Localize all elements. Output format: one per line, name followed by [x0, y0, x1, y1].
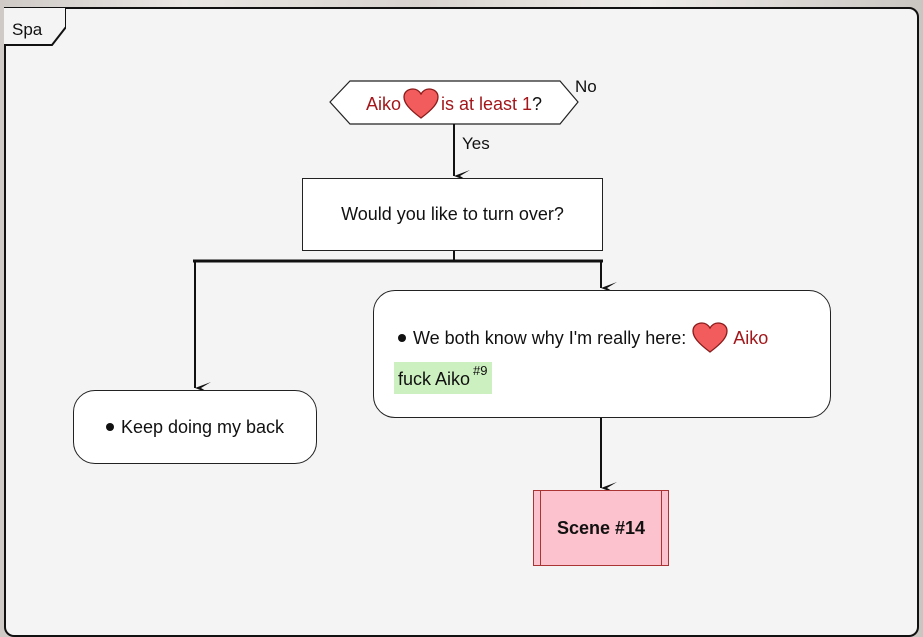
option-keep-back-label: Keep doing my back — [120, 416, 285, 437]
no-label: No — [575, 77, 597, 96]
scene-link[interactable]: Scene #14 — [533, 490, 669, 566]
outcome-tag-text: fuck Aiko — [398, 369, 471, 389]
bullet-icon — [105, 423, 114, 431]
outcome-tag: fuck Aiko#9 — [394, 362, 492, 394]
option-really-here[interactable]: We both know why I'm really here: Aiko — [373, 290, 831, 418]
heart-icon — [692, 322, 728, 354]
decision-question-mark: ? — [532, 93, 543, 114]
scene-border-right — [661, 491, 662, 565]
option-really-here-label: We both know why I'm really here: — [413, 327, 687, 348]
decision-shape — [329, 80, 579, 125]
option-really-here-line: We both know why I'm really here: Aiko — [398, 322, 768, 354]
option-really-here-character: Aiko — [733, 327, 769, 348]
option-keep-back[interactable]: Keep doing my back — [73, 390, 317, 464]
decision-character: Aiko — [365, 93, 401, 114]
scene-border-left — [540, 491, 541, 565]
decision-threshold: is at least 1 — [440, 93, 533, 114]
decision-condition: Aiko is at least 1? — [340, 88, 568, 120]
frame-tab — [4, 7, 66, 46]
yes-label: Yes — [462, 134, 490, 153]
outcome-tag-ref: #9 — [473, 363, 488, 378]
bullet-icon — [398, 334, 406, 342]
heart-icon — [403, 88, 439, 120]
scene-label: Scene #14 — [556, 517, 646, 538]
frame-label: Spa — [12, 20, 43, 39]
question-text: Would you like to turn over? — [341, 204, 564, 224]
question-box: Would you like to turn over? — [302, 178, 603, 251]
